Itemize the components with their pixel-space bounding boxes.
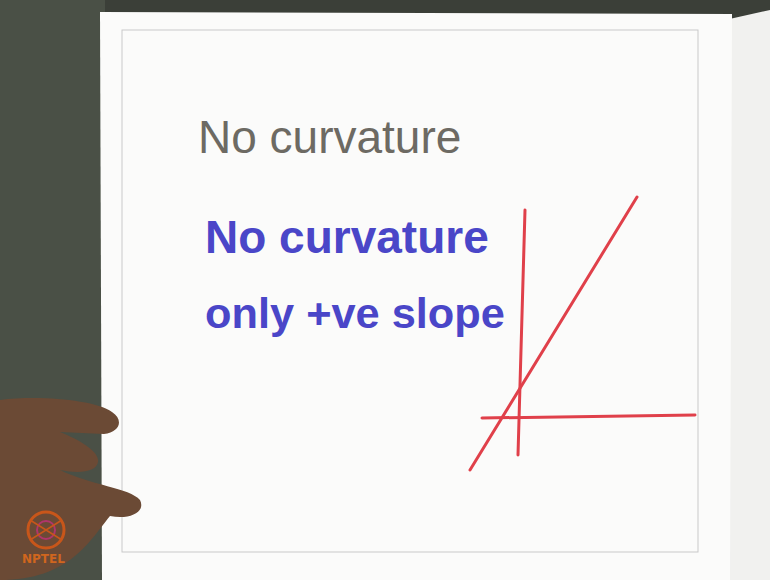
paper-sheet [100,12,732,580]
handwritten-note: No curvature [198,112,461,163]
second-sheet [725,10,770,580]
logo-text: NPTEL [22,553,65,566]
page-border [122,30,698,552]
x-axis [482,415,695,418]
handwritten-note: only +ve slope [205,290,505,338]
handwritten-note: No curvature [205,212,489,263]
hand [0,398,141,580]
nptel-logo [28,512,64,548]
